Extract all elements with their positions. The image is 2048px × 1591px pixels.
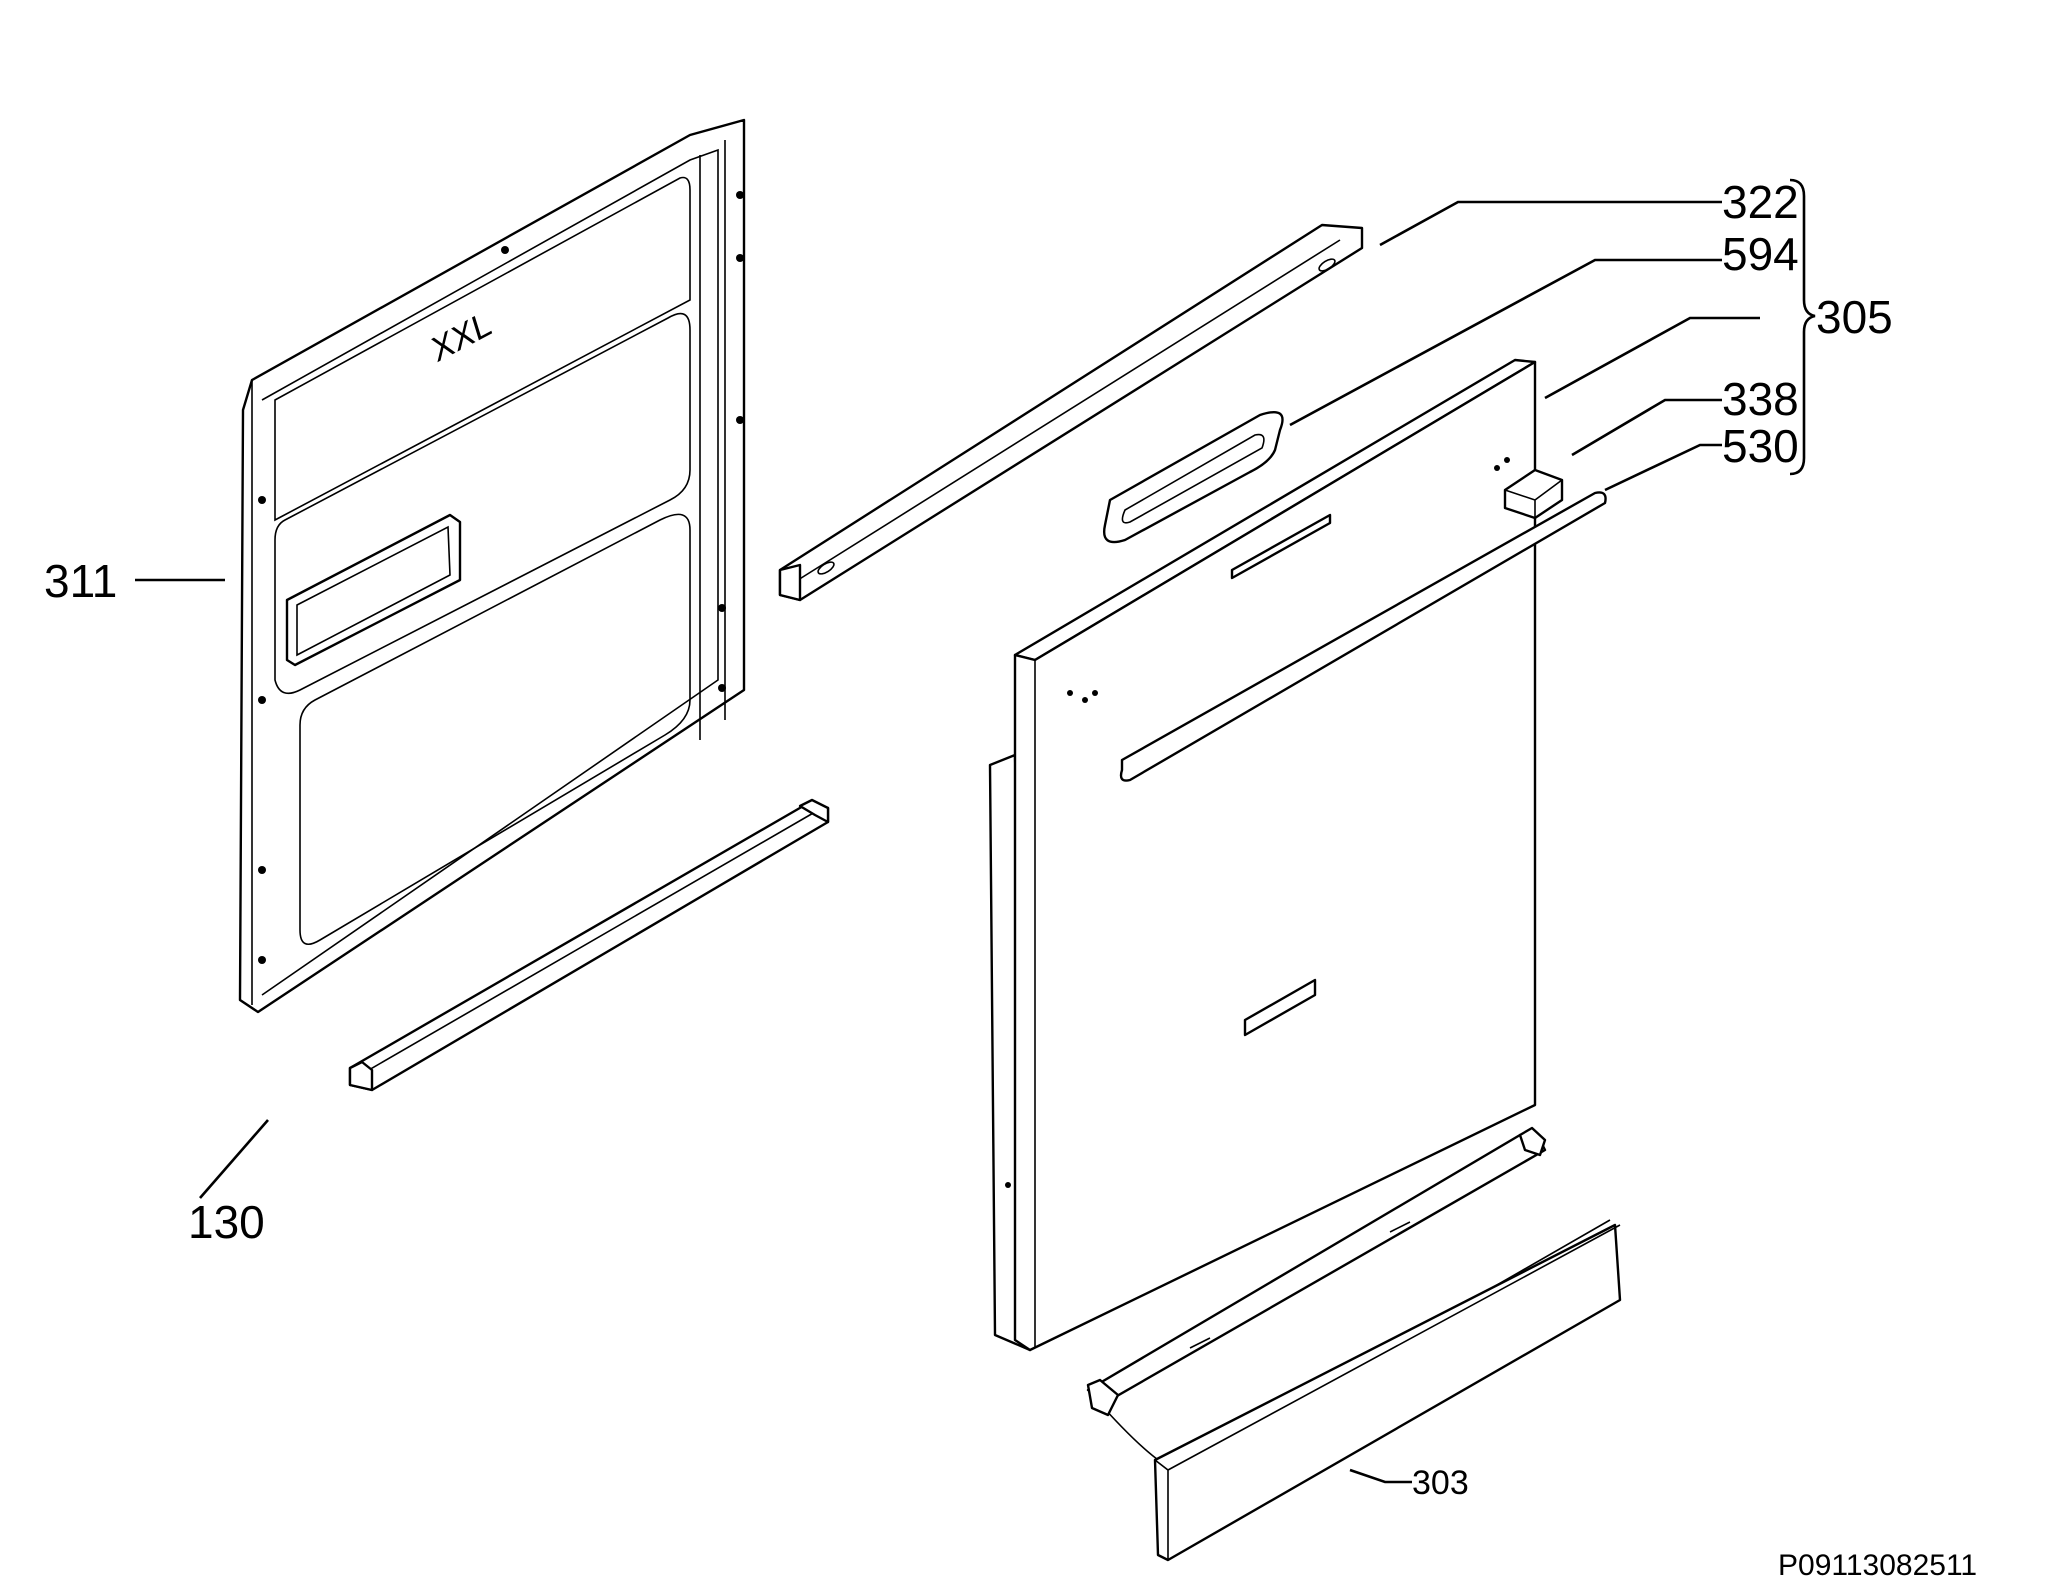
callout-130: 130 (188, 1196, 265, 1248)
callout-305: 305 (1816, 291, 1893, 343)
diagram-code: P09113082511 (1778, 1549, 1977, 1582)
callout-594: 594 (1722, 228, 1799, 280)
top-profile-rail (778, 223, 1364, 602)
bracket (1503, 468, 1564, 520)
callout-530: 530 (1722, 420, 1799, 472)
bottom-strip (348, 798, 830, 1092)
callout-311: 311 (44, 555, 117, 607)
handle-bar (1119, 491, 1607, 782)
callout-338: 338 (1722, 373, 1799, 425)
kick-panel (1086, 1126, 1622, 1562)
callout-322: 322 (1722, 176, 1799, 228)
handle-insert (1103, 410, 1284, 544)
leader-lines (135, 178, 1816, 1484)
inner-door-panel: XXL (238, 118, 746, 1014)
callout-303: 303 (1412, 1464, 1469, 1502)
